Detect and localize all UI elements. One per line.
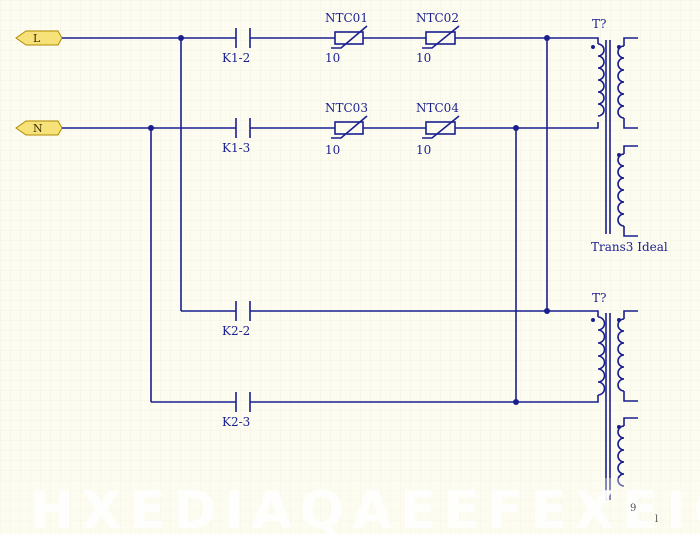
- switch-k1-2-label: K1-2: [222, 51, 250, 65]
- junction-dot: [513, 125, 519, 131]
- thermistor-ntc03-value: 10: [325, 143, 340, 157]
- switch-k2-2-label: K2-2: [222, 324, 250, 338]
- thermistor-ntc01-name: NTC01: [325, 11, 368, 25]
- thermistor-ntc03-name: NTC03: [325, 101, 368, 115]
- thermistor-ntc02[interactable]: NTC02 10: [416, 11, 460, 65]
- switch-k1-3[interactable]: K1-3: [222, 118, 251, 155]
- junction-dots: [148, 35, 550, 405]
- thermistor-ntc01[interactable]: NTC01 10: [325, 11, 368, 65]
- thermistor-ntc04-name: NTC04: [416, 101, 459, 115]
- wire-k2-rows: [151, 310, 590, 403]
- junction-dot: [544, 35, 550, 41]
- wire-bus-verticals: [150, 38, 548, 402]
- junction-dot: [148, 125, 154, 131]
- polarity-dot: [591, 45, 595, 49]
- transformer-top-type: Trans3 Ideal: [591, 240, 668, 254]
- port-n-label: N: [33, 122, 43, 135]
- polarity-dot: [617, 318, 621, 322]
- corner-mark: l: [655, 514, 658, 525]
- thermistor-ntc03[interactable]: NTC03 10: [325, 101, 368, 157]
- polarity-dot: [591, 318, 595, 322]
- thermistor-ntc01-value: 10: [325, 51, 340, 65]
- transformer-bottom[interactable]: T?: [590, 291, 638, 500]
- thermistor-ntc02-name: NTC02: [416, 11, 459, 25]
- watermark: HXEDIAQAEEFEXEICOM: [0, 478, 700, 534]
- thermistor-ntc02-value: 10: [416, 51, 431, 65]
- polarity-dot: [617, 45, 621, 49]
- watermark-text: HXEDIAQAEEFEXEICOM: [30, 481, 700, 534]
- switch-k1-3-label: K1-3: [222, 141, 250, 155]
- switch-k2-3[interactable]: K2-3: [222, 392, 251, 429]
- port-n[interactable]: N: [15, 120, 63, 136]
- switch-k1-2[interactable]: K1-2: [222, 28, 251, 65]
- polarity-dot: [617, 425, 621, 429]
- transformer-top[interactable]: T? Trans3 Ideal: [590, 17, 668, 254]
- transformer-bottom-designator: T?: [592, 291, 606, 305]
- corner-number: 9: [630, 503, 636, 514]
- port-l[interactable]: L: [15, 30, 63, 46]
- switch-k2-2[interactable]: K2-2: [222, 301, 251, 338]
- junction-dot: [513, 399, 519, 405]
- junction-dot: [178, 35, 184, 41]
- transformer-top-designator: T?: [592, 17, 606, 31]
- switch-k2-3-label: K2-3: [222, 415, 250, 429]
- polarity-dot: [617, 153, 621, 157]
- junction-dot: [544, 308, 550, 314]
- port-l-label: L: [33, 32, 41, 45]
- thermistor-ntc04-value: 10: [416, 143, 431, 157]
- thermistor-ntc04[interactable]: NTC04 10: [416, 101, 460, 157]
